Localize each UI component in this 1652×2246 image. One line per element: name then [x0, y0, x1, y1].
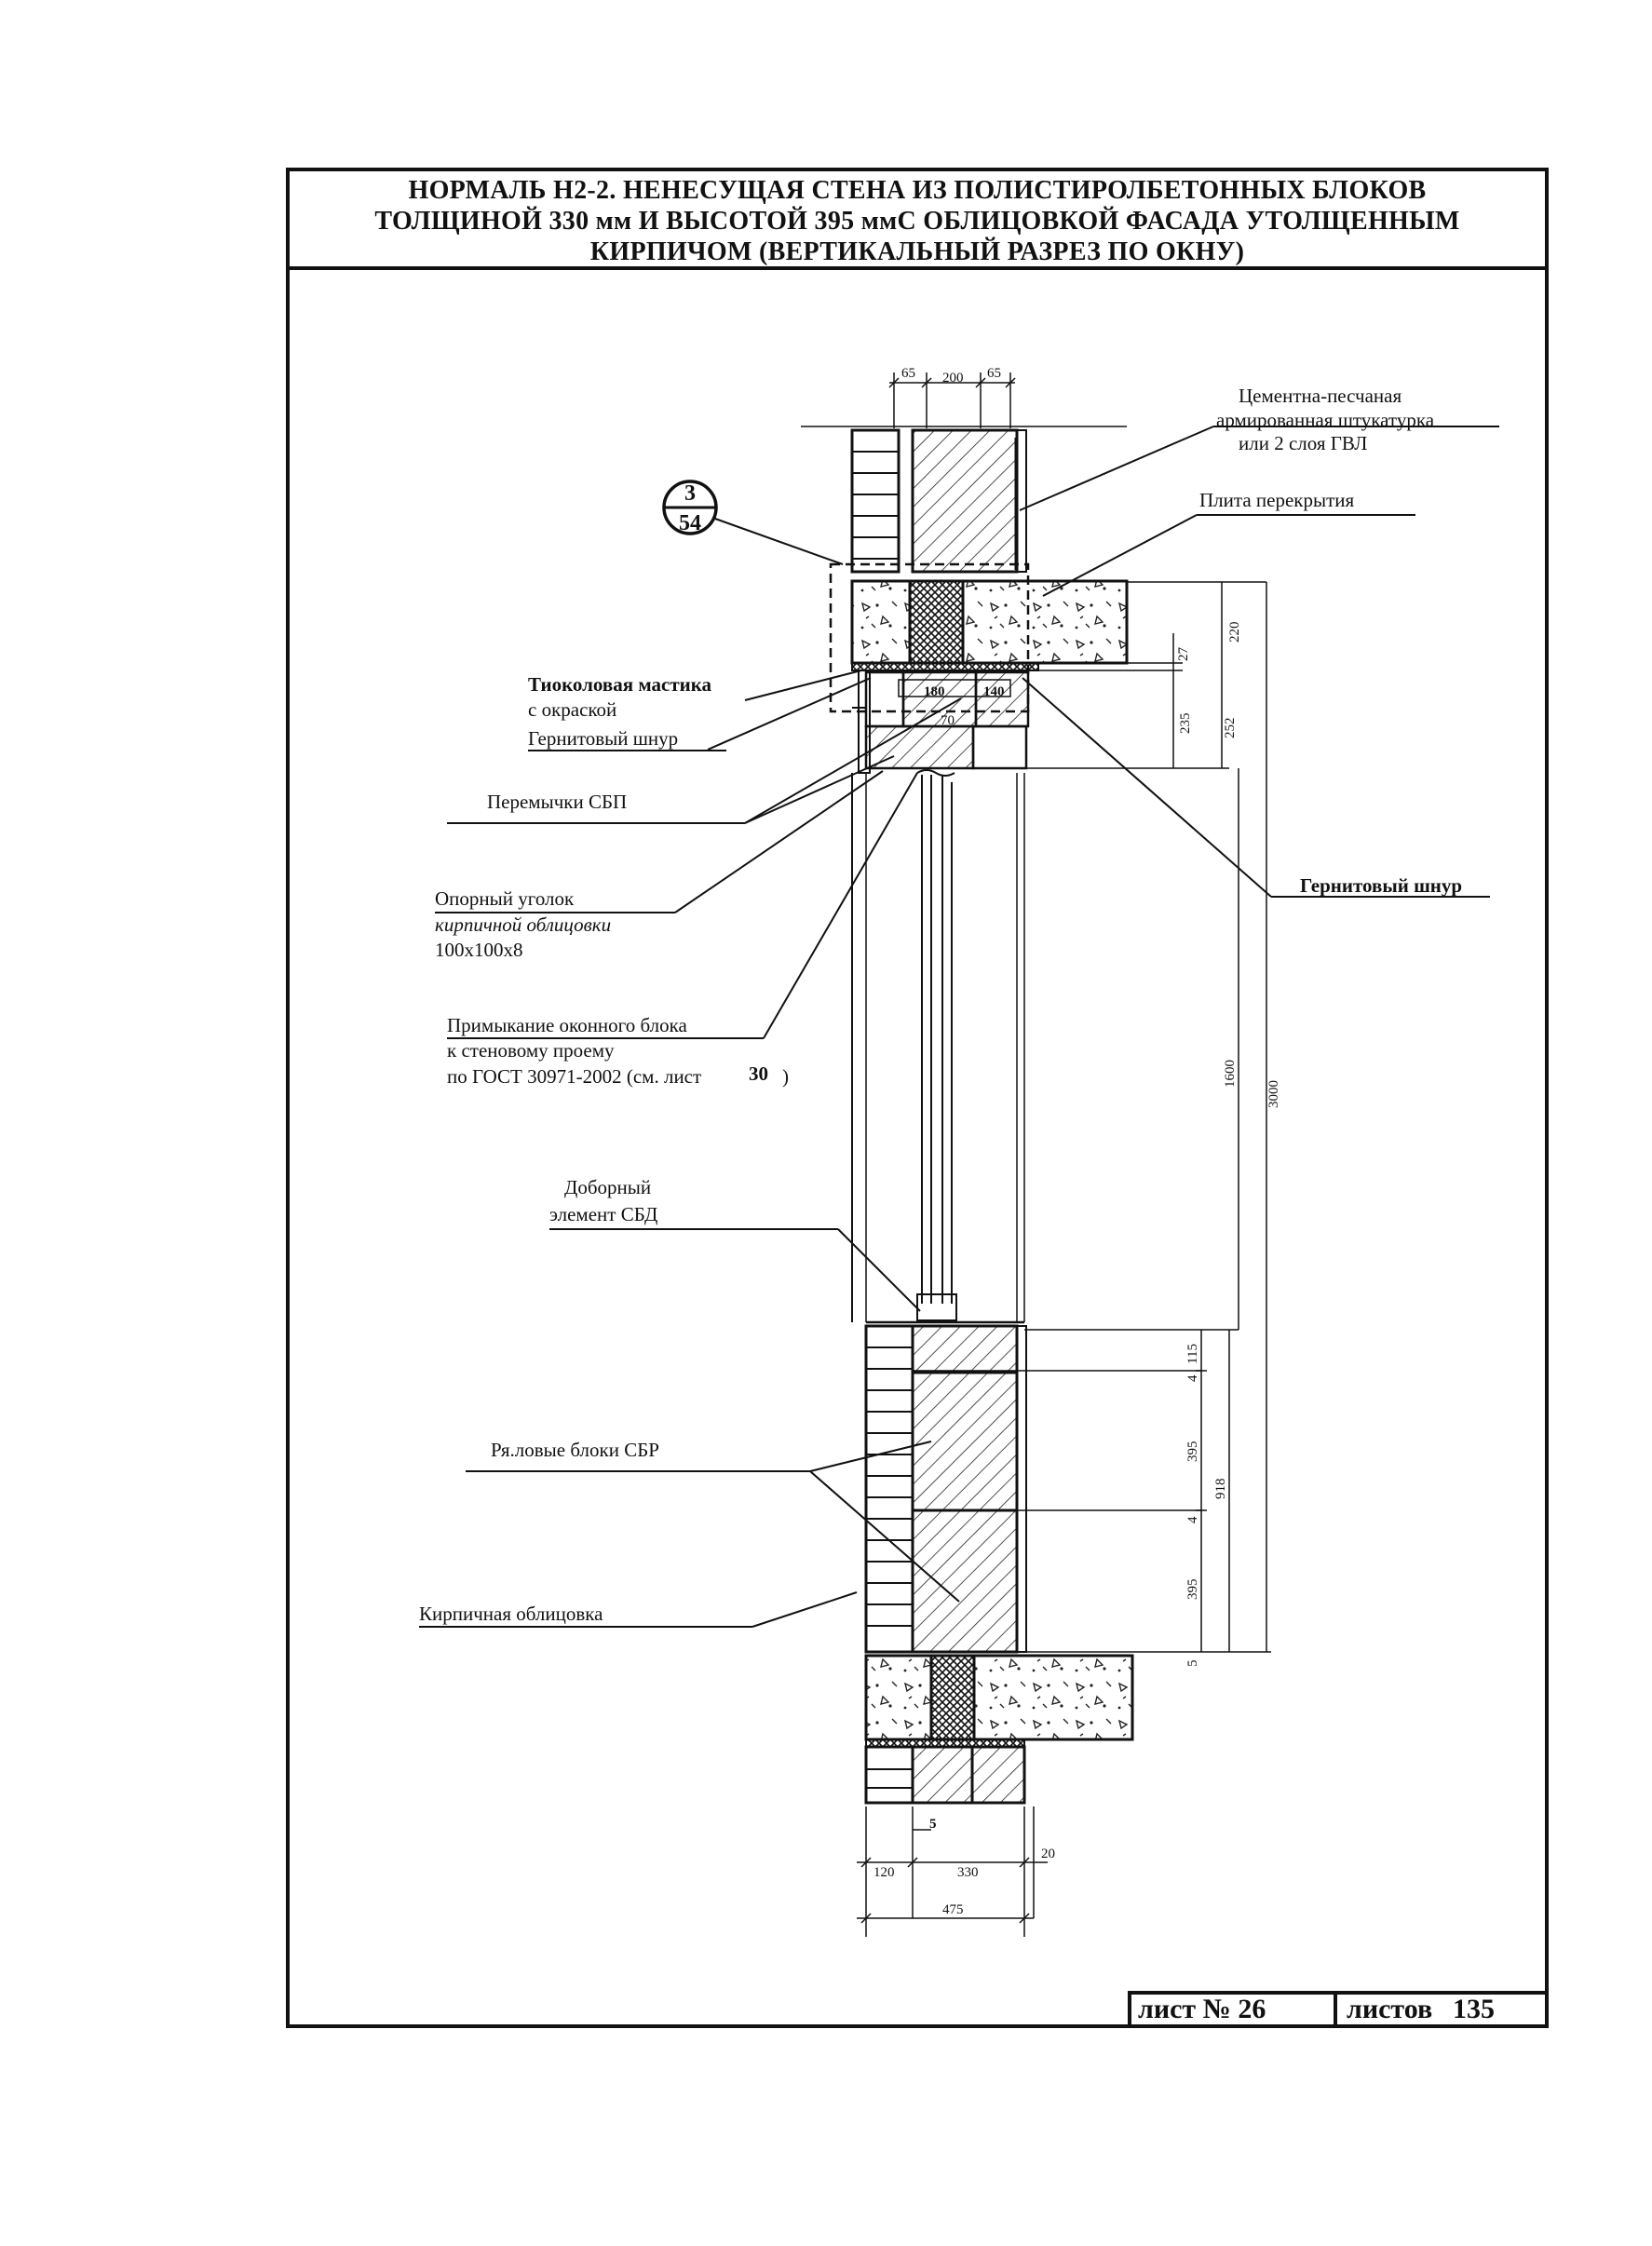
bottom-dimensions [857, 1806, 1048, 1937]
dim-27: 27 [1176, 647, 1191, 662]
dim-b475: 475 [942, 1902, 964, 1917]
dim-252: 252 [1223, 718, 1238, 739]
label-window-2: к стеновому проему [447, 1039, 615, 1062]
label-plaster-1: Цементна-песчаная [1239, 385, 1401, 407]
upper-wall [801, 426, 1127, 574]
detail-callout: 3 54 [662, 480, 1030, 713]
dim-395b: 395 [1185, 1579, 1200, 1601]
dim-b20: 20 [1041, 1847, 1055, 1861]
label-brick: Кирпичная облицовка [419, 1603, 603, 1625]
title-block: НОРМАЛЬ Н2-2. НЕНЕСУЩАЯ СТЕНА ИЗ ПОЛИСТИ… [290, 171, 1545, 270]
dim-220: 220 [1227, 622, 1242, 643]
lower-wall [864, 1324, 1239, 1654]
label-angle-1: Опорный уголок [435, 887, 575, 910]
label-plaster-2: армированная штукатурка [1216, 409, 1435, 431]
right-dimensions [1024, 581, 1271, 1653]
dim-5b: 5 [929, 1817, 937, 1832]
lintel-70: 70 [941, 713, 955, 728]
dim-5: 5 [1185, 1660, 1200, 1668]
stamp-sheets-label: листов [1347, 1994, 1433, 2024]
label-extra-2: элемент СБД [549, 1203, 657, 1225]
label-window-1: Примыкание оконного блока [447, 1014, 688, 1036]
dim-235: 235 [1178, 713, 1193, 735]
lintel-140: 140 [983, 684, 1005, 699]
callout-bottom: 54 [679, 511, 701, 535]
stamp-divider [1334, 1991, 1337, 2028]
dim-top-65b: 65 [987, 366, 1001, 381]
label-mastic-2: с окраской [528, 698, 616, 721]
dim-3000: 3000 [1266, 1080, 1281, 1108]
label-window-3: по ГОСТ 30971-2002 (см. лист [447, 1065, 701, 1088]
title-line-2: ТОЛЩИНОЙ 330 мм И ВЫСОТОЙ 395 ммС ОБЛИЦО… [374, 207, 1460, 236]
label-lintels: Перемычки СБП [487, 791, 627, 813]
stamp-sheets-total: 135 [1453, 1994, 1495, 2024]
lintel-180: 180 [924, 684, 945, 699]
label-slab: Плита перекрытия [1199, 489, 1354, 511]
leader-lines [674, 426, 1499, 1628]
label-mastic-1: Тиоколовая мастика [528, 673, 712, 696]
dim-b330: 330 [957, 1865, 979, 1880]
label-angle-3: 100х100х8 [435, 939, 523, 961]
callout-top: 3 [684, 481, 696, 506]
label-window-close: ) [782, 1065, 789, 1088]
dim-top-200: 200 [942, 371, 964, 386]
title-line-1: НОРМАЛЬ Н2-2. НЕНЕСУЩАЯ СТЕНА ИЗ ПОЛИСТИ… [408, 176, 1427, 205]
label-extra-1: Доборный [564, 1176, 651, 1198]
label-gernit-left: Гернитовый шнур [528, 727, 678, 750]
label-plaster-3: или 2 слоя ГВЛ [1239, 432, 1367, 454]
lower-slab [864, 1654, 1134, 1805]
dim-115: 115 [1185, 1344, 1200, 1364]
dim-1600: 1600 [1223, 1060, 1238, 1088]
window-opening [851, 769, 1025, 1324]
stamp-sheet-number: лист № 26 [1138, 1994, 1266, 2024]
label-window-sheet: 30 [749, 1062, 768, 1085]
lintels: 180 140 70 [852, 670, 1030, 774]
label-row-blocks: Ря.ловые блоки СБР [491, 1439, 659, 1461]
dim-918: 918 [1213, 1479, 1228, 1500]
label-gernit-right: Гернитовый шнур [1300, 874, 1462, 897]
title-line-3: КИРПИЧОМ (ВЕРТИКАЛЬНЫЙ РАЗРЕЗ ПО ОКНУ) [589, 237, 1245, 266]
dim-b120: 120 [873, 1865, 895, 1880]
top-dimensions [888, 372, 1016, 428]
drawing-frame [286, 168, 1549, 2028]
stamp-block [1128, 1991, 1549, 2028]
dim-4b: 4 [1185, 1516, 1200, 1523]
dim-395a: 395 [1185, 1441, 1200, 1463]
label-angle-2: кирпичной облицовки [435, 913, 611, 936]
dim-4a: 4 [1185, 1374, 1200, 1382]
dim-top-65a: 65 [901, 366, 915, 381]
upper-slab [850, 579, 1129, 671]
annotations: Цементна-песчаная армированная штукатурк… [419, 385, 1462, 1628]
